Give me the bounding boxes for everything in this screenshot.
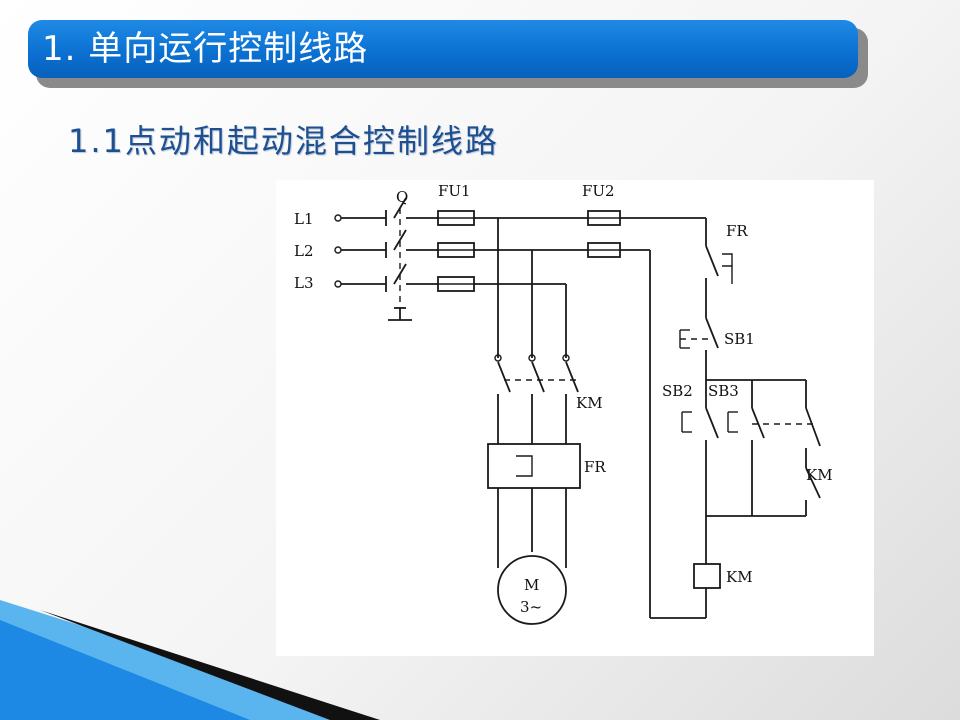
- label-fu1: FU1: [438, 182, 471, 200]
- label-q: Q: [396, 188, 408, 206]
- terminal-l1: [334, 214, 386, 222]
- label-sb1: SB1: [724, 330, 755, 348]
- label-fr-contact: FR: [726, 222, 748, 240]
- km-aux-contact: [805, 407, 821, 516]
- start-button-sb3: [727, 407, 816, 516]
- terminal-l3: [334, 280, 386, 288]
- label-motor-m: M: [524, 576, 539, 594]
- label-sb2: SB2: [662, 382, 693, 400]
- label-motor-phase: 3~: [520, 598, 542, 616]
- main-contactor-km: [494, 354, 580, 444]
- label-fu2: FU2: [582, 182, 615, 200]
- circuit-svg: L1 L2 L3 Q: [294, 182, 833, 625]
- thermal-relay-fr: [487, 443, 581, 568]
- slide-title-bar: 1. 单向运行控制线路: [28, 20, 858, 78]
- terminal-l2: [334, 246, 386, 254]
- fr-contact: [705, 245, 733, 308]
- label-km-aux: KM: [806, 466, 833, 484]
- label-km-coil: KM: [726, 568, 753, 586]
- label-sb3: SB3: [708, 382, 739, 400]
- label-l1: L1: [294, 210, 314, 228]
- label-fr-relay: FR: [584, 458, 606, 476]
- km-coil: [693, 563, 721, 618]
- label-km-main: KM: [576, 394, 603, 412]
- fuse-fu2: [587, 210, 621, 258]
- jog-button-sb2: [681, 407, 719, 516]
- slide-subtitle: 1.1点动和起动混合控制线路: [68, 122, 499, 160]
- knife-switch-q: [385, 197, 412, 321]
- label-l3: L3: [294, 274, 314, 292]
- label-l2: L2: [294, 242, 314, 260]
- slide-title: 1. 单向运行控制线路: [42, 29, 369, 69]
- circuit-diagram: L1 L2 L3 Q: [276, 180, 874, 656]
- stop-button-sb1: [679, 308, 719, 380]
- fuse-fu1: [437, 210, 475, 292]
- motor-m: [497, 555, 567, 625]
